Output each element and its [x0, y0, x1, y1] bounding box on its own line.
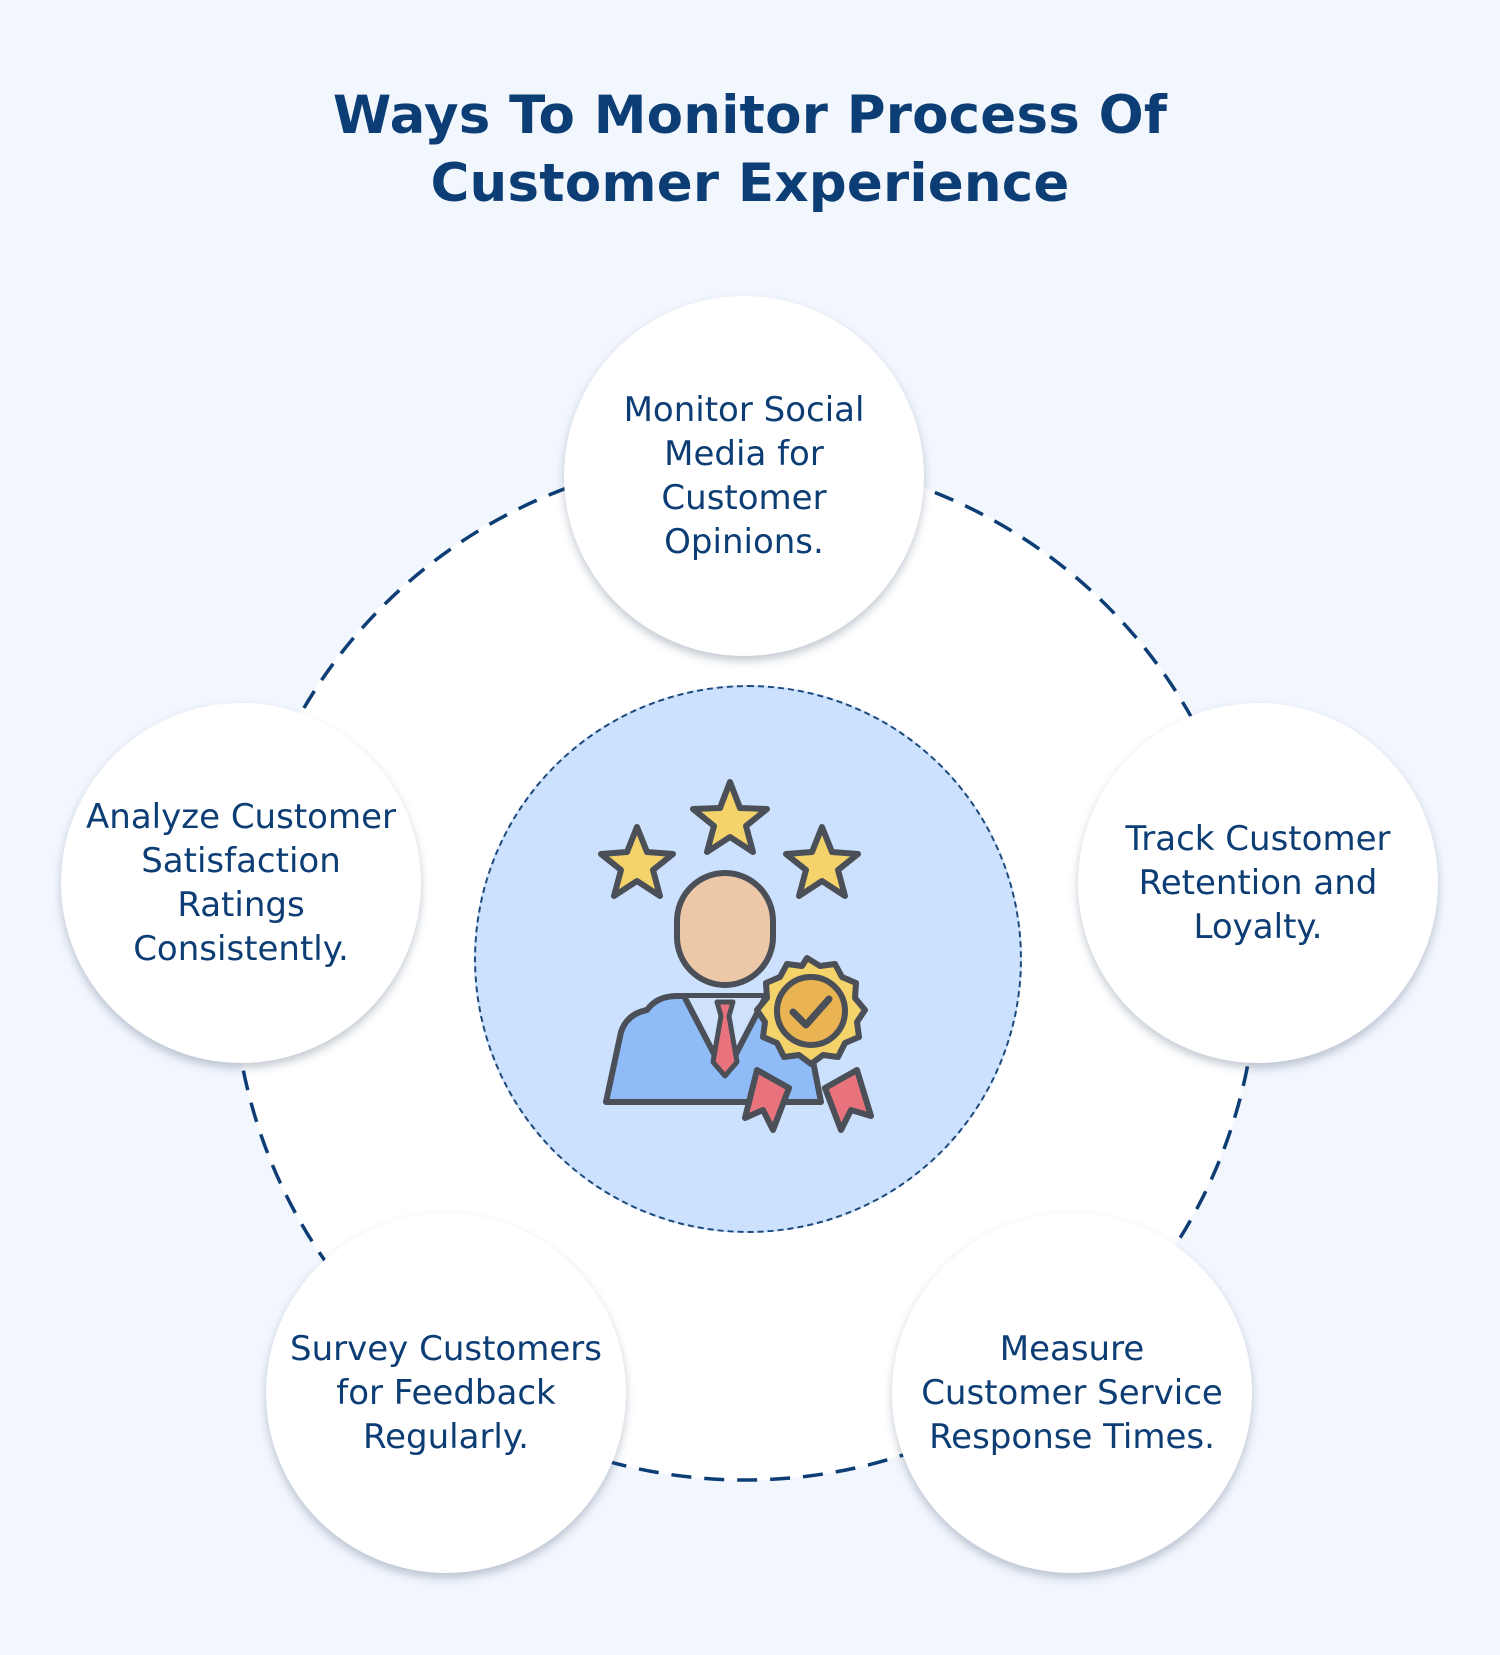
title-line-1: Ways To Monitor Process Of: [332, 85, 1168, 146]
step-survey-customers: Survey Customers for Feedback Regularly.: [266, 1213, 626, 1573]
head-icon: [674, 870, 776, 988]
title-line-2: Customer Experience: [430, 153, 1070, 214]
step-track-retention: Track Customer Retention and Loyalty.: [1078, 703, 1438, 1063]
tie-icon: [710, 999, 740, 1079]
star-icon: [690, 779, 770, 855]
step-label: Measure Customer Service Response Times.: [921, 1329, 1223, 1457]
step-measure-response-times: Measure Customer Service Response Times.: [892, 1213, 1252, 1573]
award-badge-icon: [754, 955, 868, 1067]
step-label: Monitor Social Media for Customer Opinio…: [623, 390, 865, 562]
step-analyze-satisfaction: Analyze Customer Satisfaction Ratings Co…: [61, 703, 421, 1063]
customer-award-icon: [598, 779, 874, 1133]
step-label: Analyze Customer Satisfaction Ratings Co…: [86, 797, 396, 969]
check-icon: [789, 995, 833, 1029]
page-title: Ways To Monitor Process Of Customer Expe…: [0, 82, 1500, 218]
step-label: Survey Customers for Feedback Regularly.: [290, 1329, 602, 1457]
step-label: Track Customer Retention and Loyalty.: [1125, 819, 1391, 947]
star-icon: [598, 824, 676, 899]
step-monitor-social-media: Monitor Social Media for Customer Opinio…: [564, 296, 924, 656]
star-icon: [783, 824, 861, 899]
